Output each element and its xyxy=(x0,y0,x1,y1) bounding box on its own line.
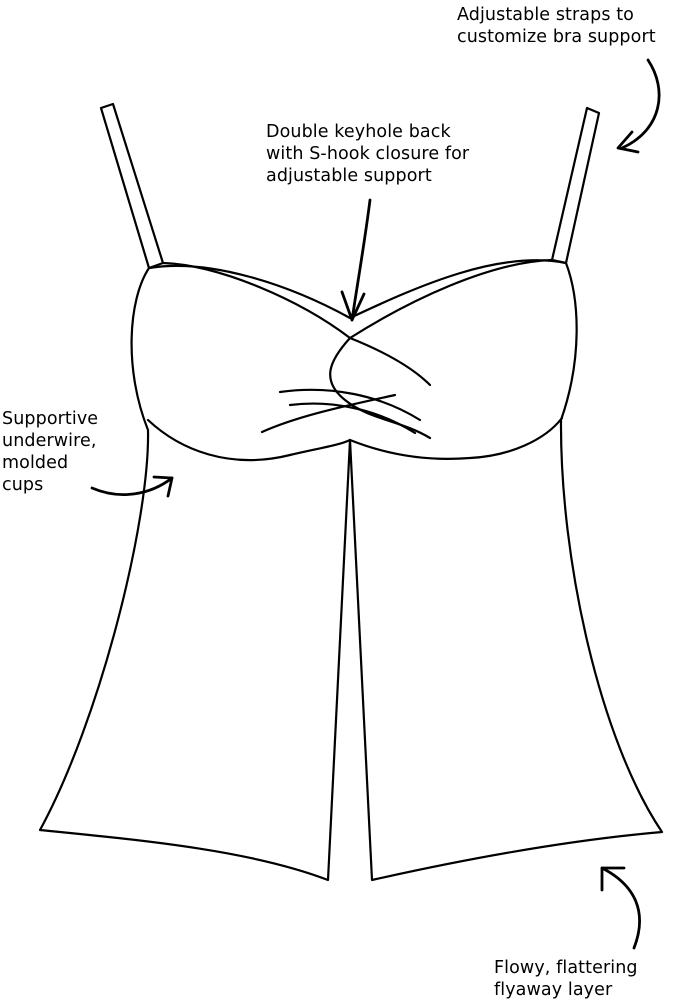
twist-gather-2 xyxy=(260,393,397,434)
callout-line: Supportive xyxy=(2,409,99,429)
twist-gather-5 xyxy=(348,336,432,387)
callout-line: cups xyxy=(2,475,44,495)
curved-arrow-icon xyxy=(616,130,640,154)
callout-line: underwire, xyxy=(2,431,97,451)
right-cup-seam xyxy=(348,416,564,460)
left-strap xyxy=(99,102,165,270)
callout-line: molded xyxy=(2,453,69,473)
callout-line: adjustable support xyxy=(266,166,432,186)
curved-arrow-icon xyxy=(152,475,174,498)
callout-line: with S-hook closure for xyxy=(266,144,470,164)
curved-arrow-icon xyxy=(620,58,661,150)
curved-arrow-icon xyxy=(90,476,174,496)
curved-arrow-icon xyxy=(350,198,372,322)
callout-keyhole-back: Double keyhole back with S-hook closure … xyxy=(266,121,469,187)
callout-line: Adjustable straps to xyxy=(457,5,634,25)
left-cup-seam xyxy=(146,418,352,462)
callout-line: Flowy, flattering xyxy=(494,958,638,978)
callout-adjustable-straps: Adjustable straps to customize bra suppo… xyxy=(457,4,656,48)
curved-arrow-icon xyxy=(600,866,626,892)
curved-arrow-icon xyxy=(340,290,366,322)
neckline-inner xyxy=(161,258,554,340)
callout-underwire-cups: Supportive underwire, molded cups xyxy=(2,408,98,496)
callout-line: Double keyhole back xyxy=(266,122,451,142)
callout-flyaway-layer: Flowy, flattering flyaway layer xyxy=(494,957,638,1001)
twist-gather-4 xyxy=(329,336,432,440)
garment-body xyxy=(38,261,664,882)
callout-line: flyaway layer xyxy=(494,980,613,1000)
right-strap xyxy=(550,106,601,265)
callout-line: customize bra support xyxy=(457,27,656,47)
curved-arrow-icon xyxy=(600,866,641,950)
twist-gather-1 xyxy=(278,388,422,422)
